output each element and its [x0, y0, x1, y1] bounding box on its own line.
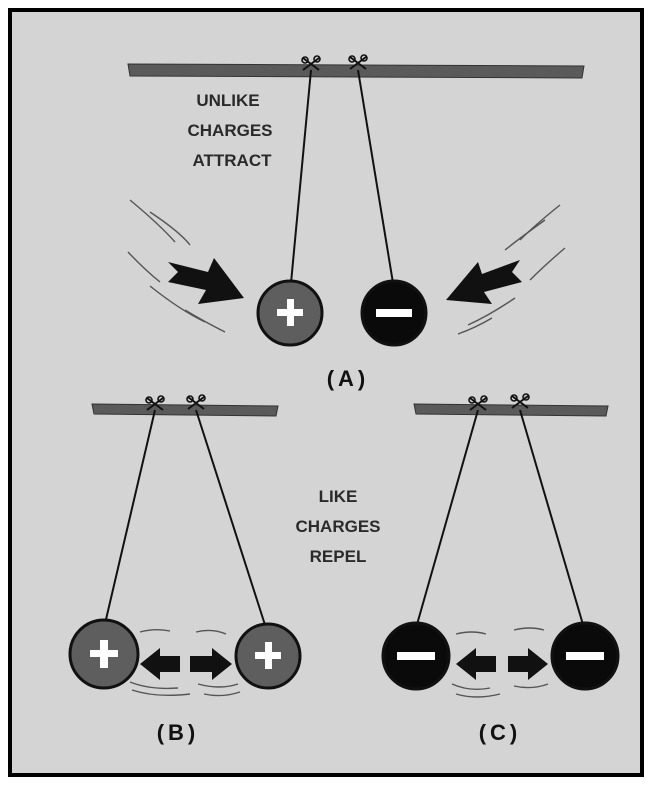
arrow-icon [456, 648, 496, 680]
string-b-right [195, 409, 267, 629]
support-bar-c [413, 403, 609, 417]
negative-charge-ball [381, 621, 451, 691]
support-bar-a [127, 63, 585, 79]
motion-lines-a-left [127, 199, 226, 333]
unlike-caption-line-2: CHARGES [187, 121, 272, 140]
panel-label-c: (C) [479, 720, 522, 745]
panel-a: UNLIKE CHARGES ATTRACT [127, 54, 585, 391]
like-caption-line-2: CHARGES [295, 517, 380, 536]
minus-sign-icon [376, 309, 412, 317]
string-a-left [290, 69, 312, 284]
positive-charge-ball [256, 279, 324, 347]
positive-charge-ball [234, 622, 302, 690]
arrow-icon [168, 258, 244, 304]
unlike-caption-line-3: ATTRACT [193, 151, 273, 170]
string-c-left [415, 409, 479, 629]
string-a-right [357, 69, 394, 284]
arrow-icon [190, 648, 232, 680]
like-caption-line-1: LIKE [319, 487, 358, 506]
motion-lines-a-right [457, 204, 566, 335]
panel-label-b: (B) [157, 720, 200, 745]
negative-charge-ball [360, 279, 428, 347]
string-c-right [519, 409, 585, 629]
support-bar-b [91, 403, 279, 417]
positive-charge-ball [68, 618, 140, 690]
motion-lines-c [451, 627, 549, 698]
unlike-caption-line-1: UNLIKE [196, 91, 259, 110]
like-caption-line-3: REPEL [310, 547, 367, 566]
string-b-left [103, 409, 156, 629]
arrow-icon [140, 648, 180, 680]
panel-c: (C) [381, 393, 620, 745]
negative-charge-ball [550, 621, 620, 691]
arrow-icon [508, 648, 548, 680]
panel-label-a: (A) [327, 366, 370, 391]
minus-sign-icon [566, 652, 604, 660]
motion-lines-b [129, 629, 241, 697]
minus-sign-icon [397, 652, 435, 660]
panel-b: (B) [68, 394, 302, 745]
arrow-icon [446, 260, 522, 304]
